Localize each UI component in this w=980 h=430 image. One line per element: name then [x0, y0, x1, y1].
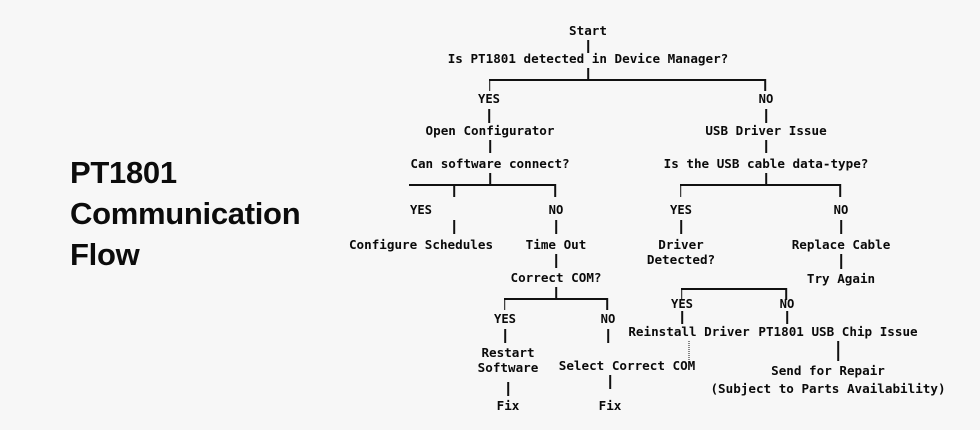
edge-label-connect-no: NO [548, 203, 564, 217]
edge-label-com-yes: YES [493, 312, 517, 326]
page-title-line-3: Flow [70, 237, 140, 272]
page-title-line-1: PT1801 [70, 155, 177, 190]
edge-no-to-usb-driver-issue [765, 109, 767, 123]
edge-reinstall-driver-dotted [688, 341, 690, 364]
edge-detected-no-drop [764, 79, 766, 91]
edge-label-connect-yes: YES [409, 203, 433, 217]
node-is-detected: Is PT1801 detected in Device Manager? [447, 51, 729, 66]
node-send-for-repair-line-1: Send for Repair [771, 363, 885, 378]
edge-restart-to-fix-left [507, 382, 509, 396]
node-is-cable-data-type: Is the USB cable data-type? [663, 156, 869, 171]
node-driver-detected: Driver Detected? [647, 237, 715, 267]
edge-no-to-replace-cable [840, 220, 842, 234]
edge-replace-cable-to-try-again [840, 254, 842, 269]
edge-driver-detected-bar [681, 288, 787, 290]
edge-connect-yes-drop [453, 184, 455, 197]
edge-label-com-no: NO [600, 312, 616, 326]
edge-yes-to-reinstall-driver [681, 311, 683, 324]
node-send-for-repair-line-2: (Subject to Parts Availability) [710, 381, 946, 396]
edge-detected-bar [489, 79, 766, 81]
node-fix-mid: Fix [598, 398, 622, 413]
node-select-correct-com: Select Correct COM [558, 358, 696, 373]
node-replace-cable: Replace Cable [791, 237, 891, 252]
edge-label-detected-yes: YES [477, 92, 501, 106]
node-restart-software-line-2: Software [477, 360, 539, 375]
edge-yes-to-configure-schedules [453, 220, 455, 234]
edge-com-yes-drop [504, 298, 506, 310]
node-chip-issue: PT1801 USB Chip Issue [758, 324, 918, 339]
edge-select-com-to-fix-mid [609, 375, 611, 389]
page-title: PT1801 Communication Flow [70, 152, 370, 275]
edge-connect-no-drop [554, 184, 556, 197]
node-driver-detected-line-1: Driver [658, 237, 704, 252]
node-usb-driver-issue: USB Driver Issue [705, 123, 827, 138]
edge-yes-to-open-configurator [488, 109, 490, 123]
edge-label-detected-no: NO [758, 92, 774, 106]
node-restart-software-line-1: Restart [481, 345, 535, 360]
edge-label-driver-yes: YES [670, 297, 694, 311]
edge-com-no-drop [606, 298, 608, 310]
edge-correct-com-bar [504, 298, 608, 300]
node-fix-left: Fix [496, 398, 520, 413]
edge-yes-to-restart-software [504, 329, 506, 343]
node-reinstall-driver: Reinstall Driver [628, 324, 750, 339]
edge-no-to-time-out [555, 220, 557, 234]
edge-label-cable-yes: YES [669, 203, 693, 217]
node-can-software-connect: Can software connect? [410, 156, 570, 171]
edge-cable-bar [680, 184, 841, 186]
edge-usb-issue-to-cable-question [765, 140, 767, 153]
edge-connect-stem [489, 173, 491, 185]
edge-no-to-select-correct-com [607, 329, 609, 343]
node-restart-software: Restart Software [478, 345, 539, 375]
edge-time-out-to-correct-com [555, 254, 557, 268]
page-title-line-2: Communication [70, 196, 301, 231]
edge-open-configurator-to-connect [489, 140, 491, 153]
node-open-configurator: Open Configurator [425, 123, 555, 138]
edge-correct-com-stem [555, 287, 557, 299]
edge-label-cable-no: NO [833, 203, 849, 217]
node-try-again: Try Again [806, 271, 876, 286]
edge-chip-issue-to-send-repair [837, 341, 839, 361]
edge-detected-yes-drop [489, 79, 491, 91]
edge-label-driver-no: NO [779, 297, 795, 311]
node-send-for-repair-note: (Subject to Parts Availability) [710, 381, 945, 396]
edge-cable-no-drop [839, 184, 841, 197]
edge-no-to-chip-issue [786, 311, 788, 324]
edge-detected-stem [587, 68, 589, 80]
edge-yes-to-driver-detected [680, 220, 682, 234]
edge-connect-bar [409, 184, 556, 186]
node-correct-com: Correct COM? [510, 270, 602, 285]
edge-cable-yes-drop [680, 184, 682, 197]
edge-cable-stem [765, 173, 767, 185]
node-configure-schedules: Configure Schedules [348, 237, 494, 252]
node-time-out: Time Out [525, 237, 587, 252]
node-send-for-repair: Send for Repair [771, 363, 885, 378]
node-driver-detected-line-2: Detected? [646, 252, 716, 267]
edge-driver-yes-drop [681, 288, 683, 300]
edge-start-to-detected [587, 40, 589, 53]
edge-driver-no-drop [785, 288, 787, 300]
node-start: Start [569, 23, 607, 38]
